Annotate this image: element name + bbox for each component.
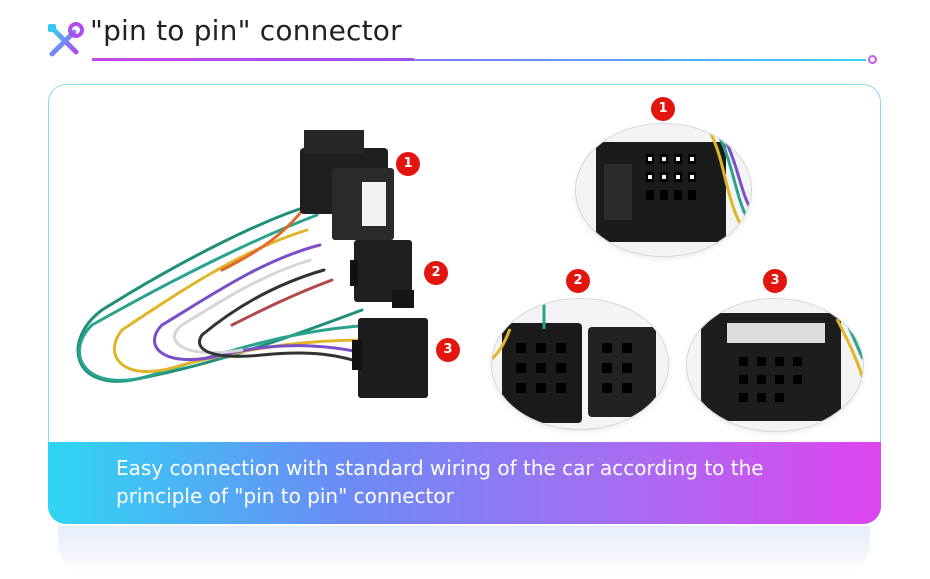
section-header: "pin to pin" connector <box>0 0 930 80</box>
connector-1-closeup <box>575 123 752 257</box>
title-underline <box>92 59 866 61</box>
detail-badge-3: 3 <box>763 269 787 293</box>
detail-badge-2: 2 <box>566 269 590 293</box>
harness-badge-1: 1 <box>396 152 420 176</box>
page-title: "pin to pin" connector <box>90 14 402 47</box>
connector-3-closeup <box>686 298 864 432</box>
title-underline-accent <box>92 58 414 61</box>
description-banner <box>48 442 881 524</box>
title-underline-dot <box>868 55 877 64</box>
card-shadow <box>58 526 870 574</box>
banner-text: Easy connection with standard wiring of … <box>116 456 764 508</box>
harness-badge-2: 2 <box>424 261 448 285</box>
wiring-harness-image <box>76 130 428 398</box>
harness-badge-3: 3 <box>436 338 460 362</box>
detail-badge-1: 1 <box>651 97 675 121</box>
tools-icon <box>48 22 84 57</box>
connector-2-closeup <box>491 298 669 430</box>
